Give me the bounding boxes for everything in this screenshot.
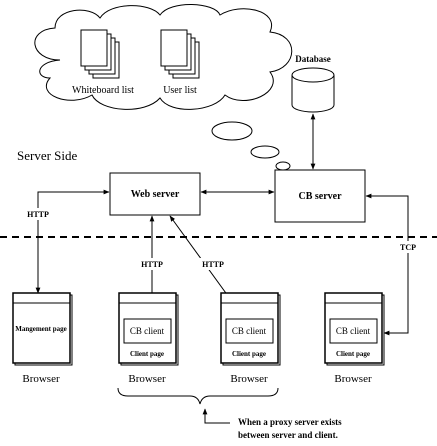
web-server-label: Web server xyxy=(131,189,180,200)
thought-bubble-1 xyxy=(211,121,253,141)
http-proxy-label: HTTP xyxy=(202,260,224,269)
http-management-arrow xyxy=(35,189,110,294)
database-cylinder-icon xyxy=(291,67,335,113)
proxy-note-line2: between server and client. xyxy=(238,430,338,440)
cb-client-label: CB client xyxy=(130,326,165,336)
thought-bubble-2 xyxy=(250,145,280,159)
client-page-label: Client page xyxy=(232,350,266,358)
client-page-label: Client page xyxy=(336,350,370,358)
browser-client-4: CB client Client page xyxy=(324,292,385,366)
cb-server-box xyxy=(274,169,366,223)
browser-2-label: Browser xyxy=(128,373,166,385)
browser-3-label: Browser xyxy=(230,373,268,385)
management-page-label: Mangement page xyxy=(15,325,67,333)
http-client-label: HTTP xyxy=(141,260,163,269)
database-label: Database xyxy=(295,54,331,64)
cb-client-label: CB client xyxy=(336,326,371,336)
client-page-label: Client page xyxy=(130,350,164,358)
whiteboard-list-label: Whiteboard list xyxy=(72,85,134,96)
web-server-box xyxy=(109,172,201,216)
whiteboard-list-icon xyxy=(80,29,120,79)
cb-server-label: CB server xyxy=(298,191,342,202)
browser-client-2: CB client Client page xyxy=(118,292,179,366)
group-brace xyxy=(117,387,279,405)
user-list-label: User list xyxy=(163,85,197,96)
note-arrow xyxy=(202,408,230,424)
http-management-label: HTTP xyxy=(27,210,49,219)
server-side-label: Server Side xyxy=(17,148,78,163)
thought-bubble-3 xyxy=(275,161,291,171)
cb-client-box xyxy=(225,318,274,344)
cb-client-box xyxy=(123,318,172,344)
browser-client-3: CB client Client page xyxy=(220,292,281,366)
browser-management: Mangement page xyxy=(12,292,73,366)
browser-4-label: Browser xyxy=(334,373,372,385)
cb-client-label: CB client xyxy=(232,326,267,336)
cb-client-box xyxy=(329,318,378,344)
tcp-label: TCP xyxy=(400,243,416,252)
browser-1-label: Browser xyxy=(22,373,60,385)
user-list-icon xyxy=(160,29,200,79)
tcp-arrow xyxy=(365,193,409,336)
proxy-note-line1: When a proxy server exists xyxy=(238,417,342,427)
